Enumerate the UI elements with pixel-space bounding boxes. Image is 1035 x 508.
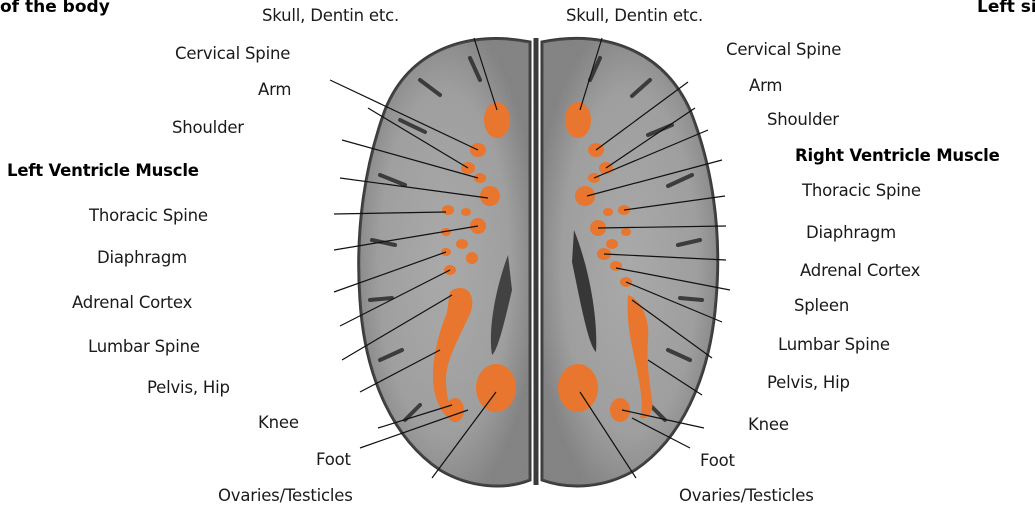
label-right-diaphragm: Diaphragm — [806, 223, 896, 242]
label-right-shoulder: Shoulder — [767, 110, 839, 129]
label-left-arm: Arm — [258, 80, 291, 99]
label-right-ovaries-testicles: Ovaries/Testicles — [679, 486, 814, 505]
brain-slice — [355, 30, 725, 495]
label-right-pelvis-hip: Pelvis, Hip — [767, 373, 850, 392]
label-left-shoulder: Shoulder — [172, 118, 244, 137]
label-left-foot: Foot — [316, 450, 351, 469]
header-left-fragment: of the body — [0, 0, 110, 17]
label-left-skull: Skull, Dentin etc. — [262, 6, 399, 25]
label-left-lumbar-spine: Lumbar Spine — [88, 337, 200, 356]
label-right-thoracic-spine: Thoracic Spine — [802, 181, 921, 200]
label-left-pelvis-hip: Pelvis, Hip — [147, 378, 230, 397]
label-left-knee: Knee — [258, 413, 299, 432]
label-left-ovaries-testicles: Ovaries/Testicles — [218, 486, 353, 505]
label-right-lumbar-spine: Lumbar Spine — [778, 335, 890, 354]
header-right-fragment: Left side — [977, 0, 1035, 17]
label-right-spleen: Spleen — [794, 296, 849, 315]
label-left-ventricle-muscle: Left Ventricle Muscle — [7, 161, 199, 180]
label-left-adrenal-cortex: Adrenal Cortex — [72, 293, 192, 312]
label-right-skull: Skull, Dentin etc. — [566, 6, 703, 25]
label-right-ventricle-muscle: Right Ventricle Muscle — [795, 146, 1000, 165]
label-right-foot: Foot — [700, 451, 735, 470]
label-right-adrenal-cortex: Adrenal Cortex — [800, 261, 920, 280]
label-right-knee: Knee — [748, 415, 789, 434]
label-right-arm: Arm — [749, 76, 782, 95]
label-left-cervical-spine: Cervical Spine — [175, 44, 290, 63]
label-left-diaphragm: Diaphragm — [97, 248, 187, 267]
label-right-cervical-spine: Cervical Spine — [726, 40, 841, 59]
label-left-thoracic-spine: Thoracic Spine — [89, 206, 208, 225]
